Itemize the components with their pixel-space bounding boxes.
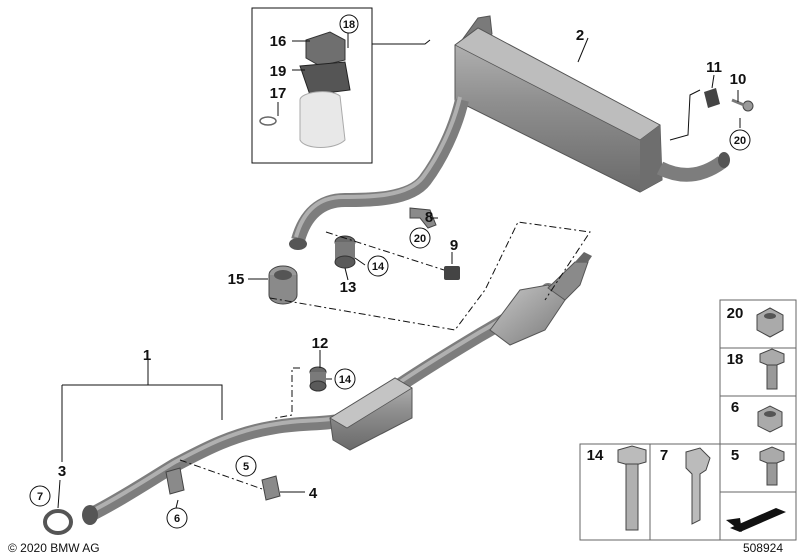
- label-17: 17: [270, 85, 287, 102]
- clip-7-icon: [685, 447, 711, 525]
- diagram-number: 508924: [743, 541, 783, 555]
- bracket-19: [299, 61, 351, 96]
- clamp-15: [268, 265, 298, 305]
- table-label-20: 20: [727, 305, 744, 322]
- table-label-5: 5: [731, 447, 739, 464]
- rubber-mount-11: [704, 88, 720, 108]
- bracket-6: [165, 467, 185, 495]
- clip-17: [259, 116, 277, 126]
- label-14-a: 14: [372, 261, 385, 273]
- rubber-mount-13: [334, 235, 356, 269]
- rear-muffler: [454, 15, 730, 193]
- label-4: 4: [309, 485, 318, 502]
- assembly-lines: [179, 221, 591, 491]
- valve-housing: [299, 91, 346, 148]
- label-1: 1: [143, 347, 151, 364]
- catalytic-converter: [489, 252, 592, 346]
- fastener-table: 20 18 6 5 14 7: [579, 299, 797, 541]
- detail-inset: [251, 7, 373, 164]
- label-6: 6: [174, 513, 180, 525]
- callout-20-a: 20: [729, 129, 751, 151]
- callout-18: 18: [339, 14, 359, 34]
- hex-bolt-5-icon: [759, 446, 785, 466]
- label-15: 15: [228, 271, 245, 288]
- hex-nut-6-icon: [757, 405, 783, 433]
- callout-20-b: 20: [409, 227, 431, 249]
- label-11: 11: [706, 59, 722, 76]
- label-8: 8: [425, 209, 433, 226]
- callout-7: 7: [29, 485, 51, 507]
- bolt-10: [731, 98, 754, 112]
- actuator-16: [305, 31, 346, 67]
- label-2: 2: [576, 27, 584, 44]
- label-9: 9: [450, 237, 458, 254]
- center-muffler: [329, 377, 413, 451]
- table-label-18: 18: [727, 351, 744, 368]
- clamp-3: [43, 509, 73, 535]
- leader-lines: [57, 33, 741, 509]
- bracket-8: [409, 207, 437, 229]
- label-19: 19: [270, 63, 287, 80]
- copyright-text: © 2020 BMW AG: [8, 541, 100, 555]
- label-7: 7: [37, 491, 43, 503]
- label-12: 12: [312, 335, 329, 352]
- table-label-7: 7: [660, 447, 668, 464]
- label-14-b: 14: [339, 374, 352, 386]
- label-20-a: 20: [734, 135, 746, 147]
- label-18: 18: [343, 19, 355, 31]
- callout-6: 6: [166, 507, 188, 529]
- long-bolt-14-icon: [617, 445, 647, 467]
- label-3: 3: [58, 463, 66, 480]
- callout-5: 5: [235, 455, 257, 477]
- hex-nut-20-icon: [756, 307, 784, 338]
- callout-14-b: 14: [334, 368, 356, 390]
- direction-arrow-icon: [730, 508, 786, 532]
- flange-bolt-18-icon: [759, 348, 785, 368]
- table-label-14: 14: [587, 447, 604, 464]
- label-13: 13: [340, 279, 357, 296]
- bracket-9: [444, 266, 460, 280]
- label-16: 16: [270, 33, 287, 50]
- bracket-4: [261, 475, 281, 501]
- rear-pipe: [289, 96, 469, 250]
- callout-14-a: 14: [367, 255, 389, 277]
- label-5: 5: [243, 461, 249, 473]
- table-label-6: 6: [731, 399, 739, 416]
- rubber-mount-12: [309, 366, 327, 392]
- label-10: 10: [730, 71, 747, 88]
- pipe-outlet-end: [82, 505, 98, 525]
- label-20-b: 20: [414, 233, 426, 245]
